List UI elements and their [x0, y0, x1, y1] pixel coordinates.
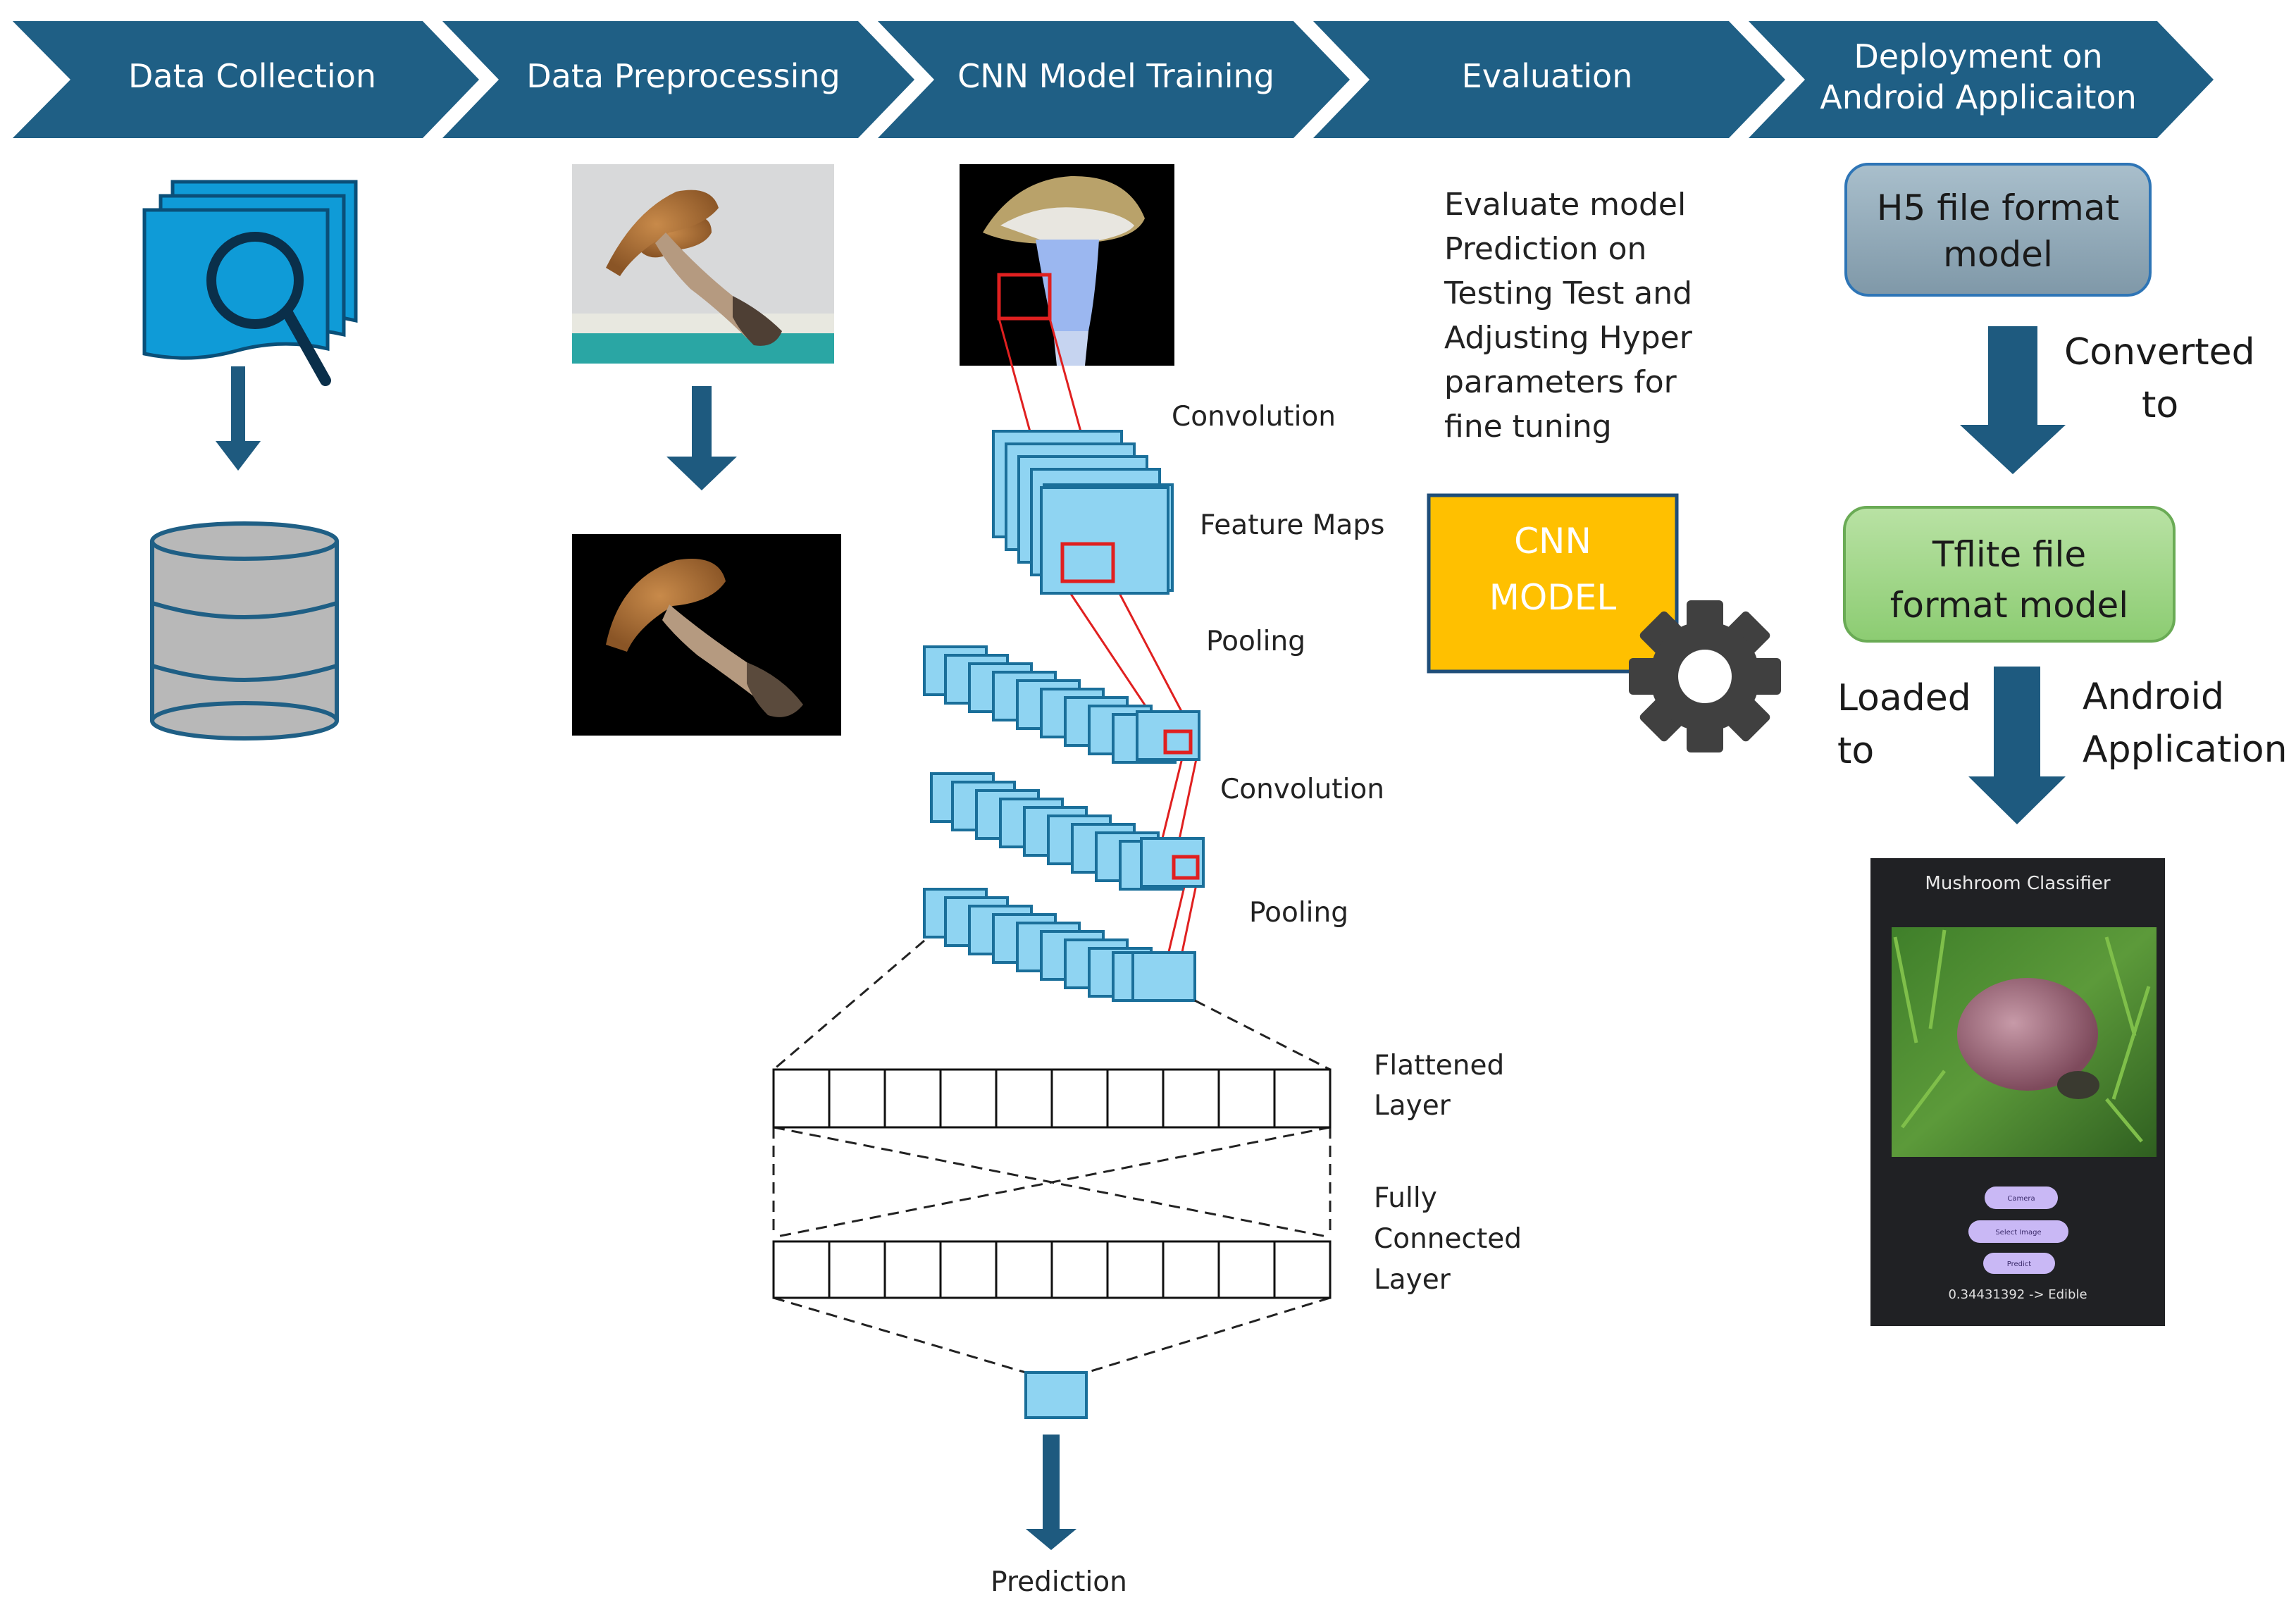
flattened-label-line1: Flattened [1374, 1050, 1504, 1082]
camera-button-label: Camera [2007, 1195, 2035, 1203]
stage-chevron-data-collection [13, 21, 479, 138]
select-image-button[interactable] [1968, 1220, 2068, 1243]
evaluation-text-line1: Evaluate model [1444, 187, 1686, 223]
pooling-layer-2 [923, 888, 1196, 1002]
predict-button[interactable] [1983, 1253, 2055, 1274]
stage-label-deployment-line1: Deployment on [1854, 37, 2102, 75]
app-preview-image [1892, 927, 2157, 1157]
pooling-label-1: Pooling [1206, 626, 1305, 657]
h5-model-label-line2: model [1943, 234, 2053, 275]
camera-button[interactable] [1985, 1187, 2058, 1209]
convolution-layer-2 [930, 772, 1205, 891]
evaluation-text-line4: Adjusting Hyper [1444, 320, 1693, 356]
tflite-model-box [1843, 506, 2176, 643]
fully-connected-label-line2: Connected [1374, 1223, 1522, 1255]
input-mushroom-photo [960, 164, 1174, 366]
stage-label-data-collection: Data Collection [128, 57, 376, 95]
convolution-label-1: Convolution [1172, 401, 1336, 433]
down-arrow-icon [1960, 326, 2066, 474]
gear-icon [1629, 600, 1781, 752]
down-arrow-icon [216, 366, 261, 471]
deployment-column: H5 file format model Converted to Tflite… [1837, 163, 2288, 1326]
stage-label-cnn-training: CNN Model Training [957, 57, 1274, 95]
h5-model-box [1844, 163, 2152, 297]
output-node [1024, 1371, 1088, 1419]
loaded-label-line2: to [1837, 730, 1874, 772]
process-banner: Data Collection Data Preprocessing CNN M… [13, 21, 2214, 138]
receptive-field-box [997, 273, 1052, 321]
cnn-model-box [1427, 493, 1679, 674]
predict-button-label: Predict [2007, 1260, 2032, 1268]
android-label-line2: Application [2083, 729, 2288, 771]
evaluation-text-line3: Testing Test and [1444, 275, 1692, 311]
stage-chevron-evaluation [1313, 21, 1785, 138]
stage-label-evaluation: Evaluation [1462, 57, 1633, 95]
stage-chevron-data-preprocessing [442, 21, 914, 138]
convolution-label-2: Convolution [1220, 774, 1384, 805]
app-title: Mushroom Classifier [1925, 873, 2110, 894]
android-app-screenshot: Mushroom Classifier Camera Select Image … [1870, 858, 2165, 1326]
converted-label-line1: Converted [2064, 331, 2255, 373]
stage-label-deployment-line2: Android Applicaiton [1820, 78, 2137, 116]
feature-maps-stack [992, 430, 1174, 595]
pooling-label-2: Pooling [1249, 897, 1348, 929]
cnn-training-column: Convolution Feature Maps Pooling Convolu… [772, 164, 1522, 1598]
android-label-line1: Android [2083, 676, 2224, 718]
tflite-model-label-line1: Tflite file [1932, 534, 2086, 575]
prediction-result: 0.34431392 -> Edible [1948, 1287, 2087, 1302]
search-documents-icon [142, 180, 358, 386]
flattened-layer-cells [772, 1068, 1332, 1129]
preprocessing-column [572, 164, 841, 736]
segmented-mushroom-photo [572, 534, 841, 736]
h5-model-label-line1: H5 file format [1877, 187, 2119, 228]
data-collection-column [142, 180, 358, 741]
cnn-model-label-line2: MODEL [1489, 577, 1617, 618]
stage-chevron-deployment [1749, 21, 2214, 138]
evaluation-text-line5: parameters for [1444, 364, 1677, 400]
dense-connection-lines [772, 939, 1332, 1374]
loaded-label-line1: Loaded [1837, 677, 1971, 719]
down-arrow-icon [1968, 667, 2066, 824]
fully-connected-layer-cells [772, 1240, 1332, 1299]
tflite-model-label-line2: format model [1890, 585, 2128, 626]
raw-mushroom-photo [572, 164, 834, 364]
evaluation-text-line2: Prediction on [1444, 231, 1646, 267]
database-icon [150, 521, 339, 741]
flattened-label-line2: Layer [1374, 1090, 1451, 1122]
feature-maps-label: Feature Maps [1200, 509, 1384, 541]
evaluation-text-line6: fine tuning [1444, 409, 1612, 445]
pooling-layer-1 [923, 645, 1200, 764]
evaluation-column: Evaluate model Prediction on Testing Tes… [1427, 187, 1781, 752]
select-image-button-label: Select Image [1995, 1229, 2041, 1237]
stage-chevron-cnn-training [878, 21, 1350, 138]
down-arrow-icon [666, 386, 737, 490]
stage-label-data-preprocessing: Data Preprocessing [526, 57, 840, 95]
down-arrow-icon [1026, 1435, 1076, 1550]
fully-connected-label-line1: Fully [1374, 1182, 1437, 1214]
cnn-model-label-line1: CNN [1514, 521, 1591, 562]
converted-label-line2: to [2142, 384, 2178, 426]
fully-connected-label-line3: Layer [1374, 1264, 1451, 1296]
prediction-label: Prediction [991, 1566, 1127, 1598]
